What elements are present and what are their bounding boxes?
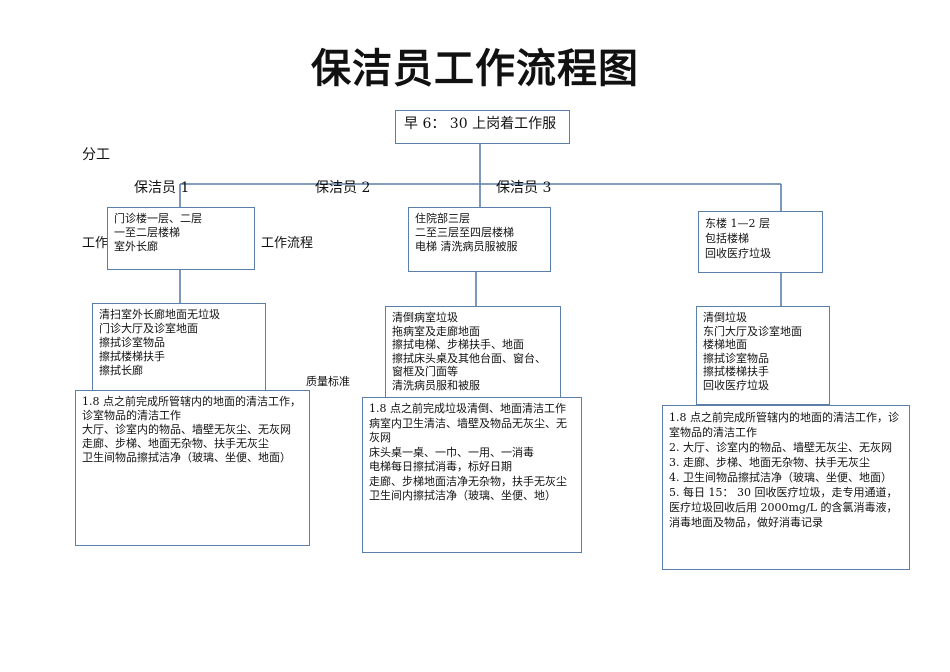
area-box-3: 东楼 1—2 层 包括楼梯 回收医疗垃圾: [698, 211, 823, 273]
role-label-2: 保洁员 2: [315, 180, 371, 196]
work-label: 工作: [82, 236, 109, 251]
task-box-1: 清扫室外长廊地面无垃圾 门诊大厅及诊室地面 擦拭诊室物品 擦拭楼梯扶手 擦拭长廊: [92, 303, 266, 391]
standard-box-1: 1.8 点之前完成所管辖内的地面的清洁工作，诊室物品的清洁工作 大厅、诊室内的物…: [75, 390, 310, 546]
role-label-1: 保洁员 1: [134, 180, 190, 196]
area-box-1: 门诊楼一层、二层 一至二层楼梯 室外长廊: [107, 207, 255, 270]
standard-box-2: 1.8 点之前完成垃圾清倒、地面清洁工作 病室内卫生清洁、墙壁及物品无灰尘、无灰…: [362, 397, 582, 553]
quality-label: 质量标准: [306, 375, 350, 388]
standard-box-3: 1.8 点之前完成所管辖内的地面的清洁工作，诊室物品的清洁工作 2. 大厅、诊室…: [662, 405, 910, 570]
task-box-2: 清倒病室垃圾 拖病室及走廊地面 擦拭电梯、步梯扶手、地面 擦拭床头桌及其他台面、…: [385, 306, 561, 398]
page-title: 保洁员工作流程图: [311, 46, 639, 92]
area-box-2: 住院部三层 二至三层至四层楼梯 电梯 清洗病员服被服: [408, 207, 551, 272]
workflow-label: 工作流程: [261, 236, 314, 251]
division-label: 分工: [82, 147, 110, 163]
start-box: 早 6： 30 上岗着工作服: [395, 110, 570, 144]
role-label-3: 保洁员 3: [496, 180, 552, 196]
task-box-3: 清倒垃圾 东门大厅及诊室地面 楼梯地面 擦拭诊室物品 擦拭楼梯扶手 回收医疗垃圾: [696, 306, 830, 405]
